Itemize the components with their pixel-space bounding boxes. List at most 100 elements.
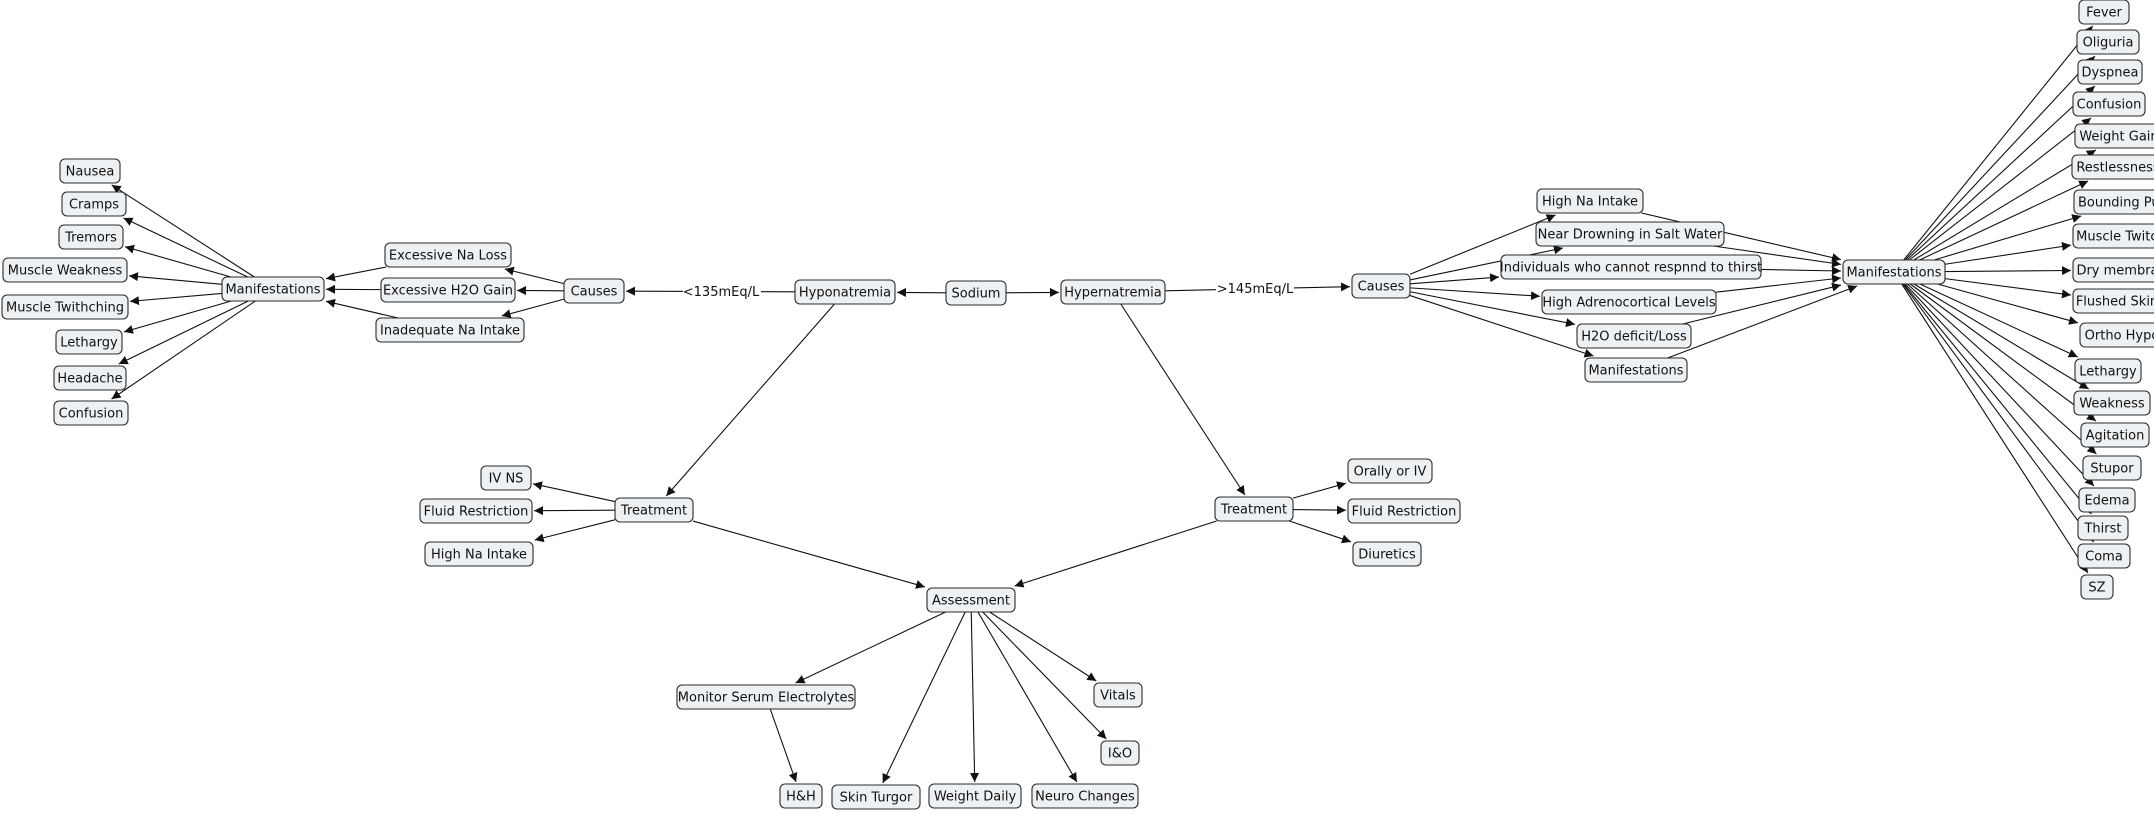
node-box: [1352, 541, 1422, 567]
node-label: Near Drowning in Salt Water: [1538, 228, 1723, 243]
node-weight-gain[interactable]: Weight Gain: [2074, 123, 2154, 149]
node-iv-ns[interactable]: IV NS: [480, 465, 532, 491]
node-manif-l[interactable]: Manifestations: [221, 276, 325, 302]
node-nausea[interactable]: Nausea: [59, 158, 121, 184]
node-high-na-intake-r[interactable]: High Na Intake: [1536, 188, 1644, 214]
node-dyspnea[interactable]: Dyspnea: [2077, 59, 2143, 85]
node-box: [926, 587, 1016, 613]
node-box: [2078, 0, 2130, 25]
node-dry-membranes[interactable]: Dry membranes: [2072, 257, 2154, 283]
node-manif-mid[interactable]: Manifestations: [1584, 357, 1688, 383]
node-edema[interactable]: Edema: [2078, 487, 2136, 513]
edge-manif-r-to-dry-membranes: [1944, 266, 2072, 276]
node-monitor-serum[interactable]: Monitor Serum Electrolytes: [676, 684, 856, 710]
node-label: Coma: [2085, 550, 2123, 565]
node-vitals[interactable]: Vitals: [1093, 682, 1143, 708]
node-diuretics[interactable]: Diuretics: [1352, 541, 1422, 567]
node-fluid-restr-l[interactable]: Fluid Restriction: [419, 498, 533, 524]
edge-manif-l-to-nausea: [111, 184, 255, 278]
edge-treat-l-to-assessment: [692, 520, 926, 589]
node-high-adreno[interactable]: High Adrenocortical Levels: [1541, 289, 1717, 315]
node-box: [1584, 357, 1688, 383]
node-coma[interactable]: Coma: [2077, 543, 2131, 569]
node-sz[interactable]: SZ: [2080, 574, 2114, 600]
node-lethargy-r[interactable]: Lethargy: [2074, 358, 2142, 384]
node-fluid-restr-r[interactable]: Fluid Restriction: [1347, 498, 1461, 524]
node-flushed-skin[interactable]: Flushed Skin: [2072, 288, 2154, 314]
edge-manif-l-to-confusion-l: [111, 300, 256, 400]
node-near-drowning[interactable]: Near Drowning in Salt Water: [1535, 221, 1725, 247]
node-causes-r[interactable]: Causes: [1351, 273, 1411, 299]
node-box: [831, 784, 921, 810]
node-high-na-intake-l[interactable]: High Na Intake: [424, 541, 534, 567]
node-label: Manifestations: [225, 283, 320, 298]
node-manif-r[interactable]: Manifestations: [1842, 259, 1946, 285]
node-cramps[interactable]: Cramps: [61, 191, 127, 217]
edge-manif-r-to-flushed-skin: [1944, 278, 2072, 299]
node-confusion-l[interactable]: Confusion: [53, 400, 129, 426]
node-label: I&O: [1108, 747, 1132, 762]
node-hyper[interactable]: Hypernatremia: [1060, 279, 1166, 305]
node-weight-daily[interactable]: Weight Daily: [928, 783, 1022, 809]
node-excess-na-loss[interactable]: Excessive Na Loss: [384, 242, 512, 268]
node-io[interactable]: I&O: [1100, 740, 1140, 766]
edge-causes-r-to-cannot-respond: [1409, 273, 1500, 285]
node-box: [2082, 455, 2142, 481]
node-thirst[interactable]: Thirst: [2077, 515, 2129, 541]
node-label: Hyponatremia: [799, 286, 891, 301]
node-orally-iv[interactable]: Orally or IV: [1347, 458, 1433, 484]
node-treat-r[interactable]: Treatment: [1214, 496, 1294, 522]
node-box: [380, 277, 516, 303]
node-weakness[interactable]: Weakness: [2073, 390, 2151, 416]
node-label: Dry membranes: [2076, 264, 2154, 279]
node-box: [1541, 289, 1717, 315]
node-label: H2O deficit/Loss: [1581, 330, 1687, 345]
node-box: [2077, 515, 2129, 541]
node-confusion-r[interactable]: Confusion: [2072, 91, 2146, 117]
node-assessment[interactable]: Assessment: [926, 587, 1016, 613]
node-muscle-weakness[interactable]: Muscle Weakness: [2, 257, 128, 283]
node-label: Sodium: [952, 287, 1001, 302]
node-treat-l[interactable]: Treatment: [614, 497, 694, 523]
edge-manif-l-to-tremors: [124, 244, 232, 278]
node-label: Cramps: [69, 198, 119, 213]
node-box: [1535, 221, 1725, 247]
node-skin-turgor[interactable]: Skin Turgor: [831, 784, 921, 810]
node-neuro-changes[interactable]: Neuro Changes: [1031, 783, 1139, 809]
node-muscle-twitch-l[interactable]: Muscle Twithching: [1, 294, 129, 320]
edge-causes-l-to-excess-na-loss: [504, 266, 565, 285]
node-excess-h2o-gain[interactable]: Excessive H2O Gain: [380, 277, 516, 303]
node-muscle-twitch-r[interactable]: Muscle Twitching: [2072, 223, 2154, 249]
node-h2o-deficit[interactable]: H2O deficit/Loss: [1576, 323, 1692, 349]
edge-manif-r-to-muscle-twitch-r: [1944, 242, 2072, 265]
node-ortho-hypo[interactable]: Ortho Hypo: [2079, 322, 2154, 348]
node-label: Agitation: [2086, 429, 2145, 444]
node-label: Oliguria: [2083, 36, 2134, 51]
node-label: Ortho Hypo: [2085, 329, 2154, 344]
node-oliguria[interactable]: Oliguria: [2076, 29, 2140, 55]
node-box: [2072, 223, 2154, 249]
node-stupor[interactable]: Stupor: [2082, 455, 2142, 481]
node-tremors[interactable]: Tremors: [58, 224, 124, 250]
node-agitation[interactable]: Agitation: [2080, 422, 2150, 448]
node-label: Flushed Skin: [2076, 295, 2154, 310]
edge-assessment-to-vitals: [989, 611, 1097, 682]
node-box: [384, 242, 512, 268]
edge-treat-r-to-assessment: [1014, 520, 1217, 588]
node-headache[interactable]: Headache: [53, 365, 127, 391]
edge-monitor-serum-to-hh: [769, 708, 798, 783]
node-inadequate-na[interactable]: Inadequate Na Intake: [375, 317, 525, 343]
node-sodium[interactable]: Sodium: [945, 280, 1007, 306]
node-hh[interactable]: H&H: [779, 783, 823, 809]
node-box: [1500, 254, 1762, 280]
node-lethargy-l[interactable]: Lethargy: [55, 329, 123, 355]
node-label: Diuretics: [1358, 548, 1416, 563]
node-fever[interactable]: Fever: [2078, 0, 2130, 25]
node-cannot-respond[interactable]: Individuals who cannot respnnd to thirst: [1500, 254, 1762, 280]
node-bounding-pulse[interactable]: Bounding Pulse: [2073, 189, 2154, 215]
node-causes-l[interactable]: Causes: [563, 278, 625, 304]
node-box: [1842, 259, 1946, 285]
node-hypo[interactable]: Hyponatremia: [794, 279, 896, 305]
node-restlessness[interactable]: Restlessness: [2071, 154, 2154, 180]
